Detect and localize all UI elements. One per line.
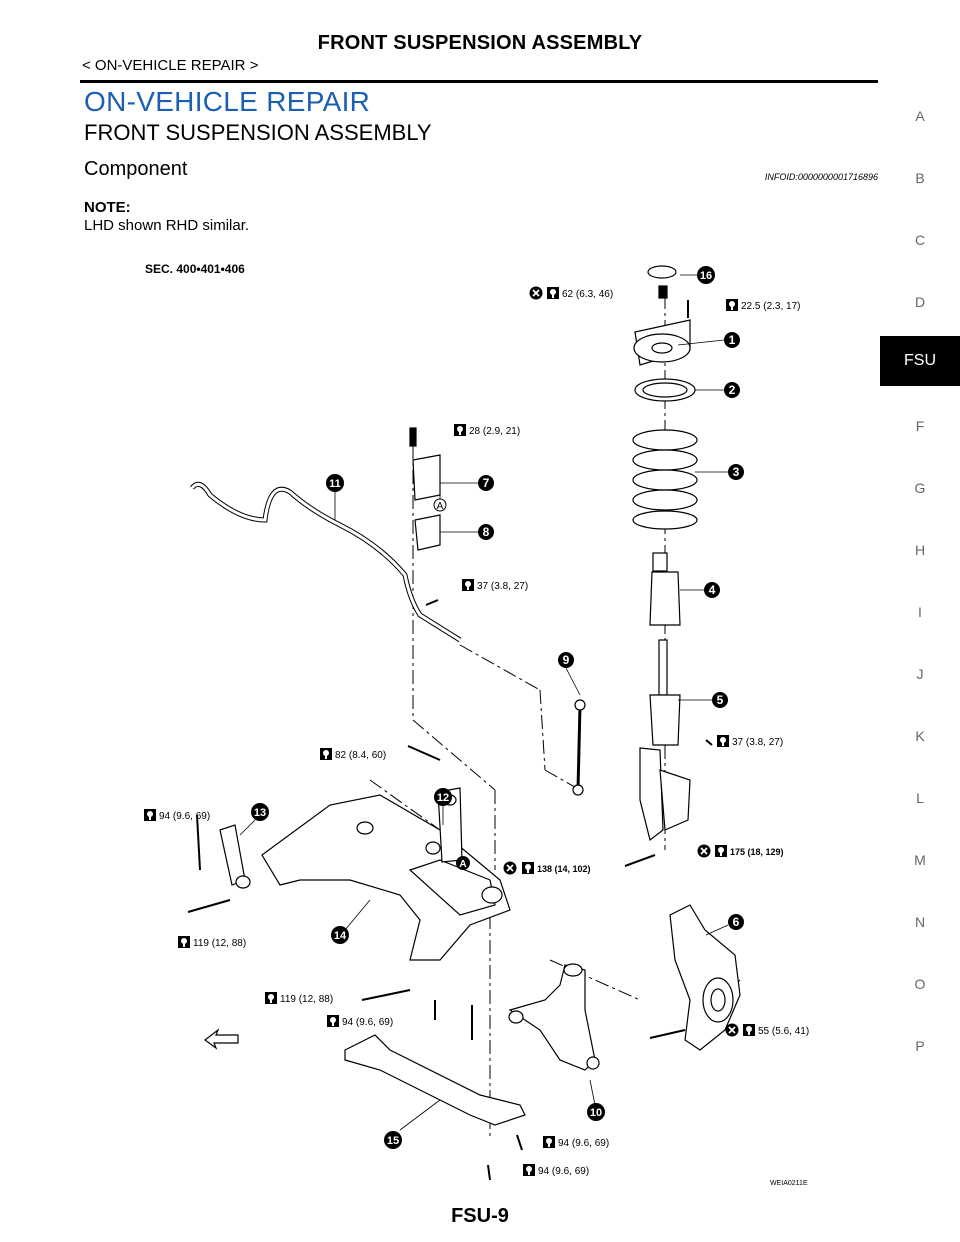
- strut-assembly: [632, 265, 698, 842]
- torque-label: 82 (8.4, 60): [335, 750, 386, 761]
- torque-label: 94 (9.6, 69): [558, 1138, 609, 1149]
- svg-text:13: 13: [254, 807, 266, 819]
- torque-labels: 62 (6.3, 46) 22.5 (2.3, 17) 28 (2.9, 21)…: [144, 285, 809, 1177]
- index-letter[interactable]: F: [915, 418, 925, 434]
- front-arrow-icon: [203, 1028, 239, 1050]
- torque-label: 62 (6.3, 46): [562, 289, 613, 300]
- page-header-title: FRONT SUSPENSION ASSEMBLY: [317, 32, 643, 54]
- component-heading: Component: [84, 158, 188, 180]
- torque-label: 37 (3.8, 27): [732, 737, 783, 748]
- index-letter[interactable]: A: [915, 108, 925, 124]
- torque-label: 37 (3.8, 27): [477, 581, 528, 592]
- svg-text:7: 7: [483, 476, 490, 490]
- subsection-title: FRONT SUSPENSION ASSEMBLY: [84, 120, 432, 145]
- svg-text:10: 10: [590, 1107, 602, 1119]
- index-letter[interactable]: J: [916, 666, 924, 682]
- index-letter[interactable]: M: [914, 852, 926, 868]
- svg-text:4: 4: [709, 583, 716, 597]
- bracket-13: [219, 824, 251, 889]
- index-letter[interactable]: B: [915, 170, 925, 186]
- svg-text:14: 14: [334, 930, 347, 942]
- index-letter[interactable]: O: [914, 976, 926, 992]
- callout-7[interactable]: 7: [478, 475, 494, 491]
- torque-label: 22.5 (2.3, 17): [741, 301, 800, 312]
- svg-text:11: 11: [329, 478, 341, 490]
- callout-3[interactable]: 3: [728, 464, 744, 480]
- note-label: NOTE:: [84, 199, 131, 216]
- header-divider: [80, 80, 878, 83]
- image-code: WEIA0211E: [770, 1180, 808, 1187]
- index-letter[interactable]: L: [916, 790, 924, 806]
- steering-knuckle: [669, 904, 741, 1051]
- svg-text:9: 9: [563, 653, 570, 667]
- svg-text:6: 6: [733, 915, 740, 929]
- torque-label: 175 (18, 129): [730, 847, 784, 857]
- breadcrumb: < ON-VEHICLE REPAIR >: [82, 57, 259, 74]
- suspension-member: [261, 794, 511, 961]
- index-letter[interactable]: G: [914, 480, 926, 496]
- svg-text:16: 16: [700, 270, 712, 282]
- svg-text:1: 1: [729, 333, 736, 347]
- callout-16[interactable]: 16: [697, 266, 715, 284]
- info-id: INFOID:0000000001716896: [764, 172, 878, 182]
- stabilizer-bar: [190, 481, 462, 643]
- svg-text:12: 12: [437, 792, 449, 804]
- sec-label: SEC. 400•401•406: [145, 262, 245, 276]
- index-letter[interactable]: P: [915, 1038, 925, 1054]
- callout-10[interactable]: 10: [587, 1103, 605, 1121]
- torque-label: 119 (12, 88): [280, 994, 333, 1005]
- callout-9[interactable]: 9: [558, 652, 574, 668]
- note-text: LHD shown RHD similar.: [84, 217, 250, 234]
- callout-14[interactable]: 14: [331, 926, 349, 944]
- torque-label: 55 (5.6, 41): [758, 1026, 809, 1037]
- active-section-tab[interactable]: FSU: [880, 336, 960, 386]
- index-letter[interactable]: H: [914, 542, 926, 558]
- stabilizer-bar-inner: [190, 482, 461, 642]
- section-title: ON-VEHICLE REPAIR: [84, 86, 371, 117]
- callout-4[interactable]: 4: [704, 582, 720, 598]
- svg-text:5: 5: [717, 693, 724, 707]
- index-letter[interactable]: I: [918, 604, 922, 620]
- svg-text:8: 8: [483, 525, 490, 539]
- callout-8[interactable]: 8: [478, 524, 494, 540]
- callout-2[interactable]: 2: [724, 382, 740, 398]
- svg-text:A: A: [459, 859, 466, 870]
- index-letter[interactable]: N: [914, 914, 926, 930]
- section-index: A B C D F G H I J K L M N O P: [880, 0, 960, 1242]
- torque-label: 94 (9.6, 69): [538, 1166, 589, 1177]
- callout-1[interactable]: 1: [724, 332, 740, 348]
- ref-mark-a-outline: A: [433, 480, 447, 512]
- leader-lines: [239, 274, 729, 1131]
- svg-text:15: 15: [387, 1135, 399, 1147]
- svg-text:3: 3: [733, 465, 740, 479]
- torque-label: 138 (14, 102): [537, 864, 591, 874]
- callout-13[interactable]: 13: [251, 803, 269, 821]
- callout-11[interactable]: 11: [326, 474, 344, 492]
- page-number: FSU-9: [451, 1205, 509, 1227]
- callout-15[interactable]: 15: [384, 1131, 402, 1149]
- bushing-clamp: [409, 427, 441, 551]
- bolt-sticks: [187, 300, 713, 1181]
- callout-6[interactable]: 6: [728, 914, 744, 930]
- callout-5[interactable]: 5: [712, 692, 728, 708]
- index-letter[interactable]: K: [915, 728, 925, 744]
- lower-link: [508, 963, 600, 1071]
- member-stay: [344, 1034, 526, 1126]
- stabilizer-link: [572, 699, 586, 796]
- torque-label: 94 (9.6, 69): [342, 1017, 393, 1028]
- index-letter[interactable]: C: [914, 232, 926, 248]
- callouts: 1 2 3 4 5 6 7 8 9 10 11 12 13 14 15 16: [251, 266, 744, 1149]
- torque-label: 119 (12, 88): [193, 938, 246, 949]
- index-letter[interactable]: D: [914, 294, 926, 310]
- ref-mark-a-filled: A: [456, 856, 470, 870]
- torque-label: 28 (2.9, 21): [469, 426, 520, 437]
- svg-text:A: A: [437, 501, 444, 512]
- callout-12[interactable]: 12: [434, 788, 452, 806]
- svg-text:2: 2: [729, 383, 736, 397]
- torque-label: 94 (9.6, 69): [159, 811, 210, 822]
